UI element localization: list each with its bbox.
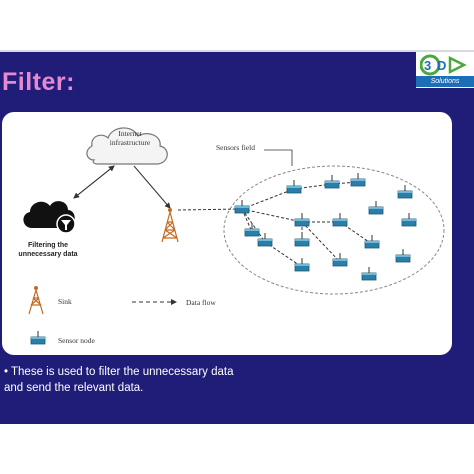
sensor-node-icon (294, 257, 310, 272)
bullet-line-2: and send the relevant data. (4, 382, 144, 394)
sensor-node-icon (361, 266, 377, 281)
logo-3d-mark-icon: 3 D (420, 54, 467, 76)
legend-sensor-node-label: Sensor node (58, 336, 96, 345)
sensors-field-label: Sensors field (216, 143, 255, 152)
legend-sink-label: Sink (58, 297, 72, 306)
internet-label-line1: Internet (118, 129, 142, 138)
sensor-node-icon (395, 248, 411, 263)
top-margin (0, 0, 474, 50)
sensors-field-pointer (264, 149, 293, 166)
sensor-node-icon (350, 172, 366, 187)
sensor-node-icon (332, 252, 348, 267)
filter-label-line1: Filtering the (28, 242, 68, 249)
sensor-nodes (234, 172, 417, 281)
sensor-node-icon (286, 179, 302, 194)
internet-label-line2: infrastructure (110, 138, 151, 147)
sensor-node-icon (364, 234, 380, 249)
bullet-line-1: • These is used to filter the unnecessar… (4, 366, 234, 378)
sensor-node-icon (401, 212, 417, 227)
legend-sensor-node-icon (30, 330, 46, 345)
company-logo: 3 D Solutions (416, 52, 474, 88)
diagram-panel: Internet infrastructure Filtering the un… (2, 112, 452, 355)
svg-text:D: D (437, 58, 446, 73)
sensor-node-icon (234, 199, 250, 214)
slide-title: Filter: (2, 68, 75, 96)
logo-text: Solutions (416, 76, 474, 87)
filter-label-line2: unnecessary data (18, 251, 77, 258)
network-diagram: Internet infrastructure Filtering the un… (18, 127, 445, 345)
svg-text:3: 3 (424, 58, 431, 73)
legend: Sink Data flow Sensor node (28, 286, 216, 345)
sensor-node-icon (294, 212, 310, 227)
sensor-node-icon (368, 200, 384, 215)
internet-cloud-icon (86, 127, 168, 165)
sensor-node-icon (294, 232, 310, 247)
filter-to-cloud-arrow (73, 165, 115, 199)
legend-sink-icon (28, 286, 44, 315)
sink-tower-icon (161, 208, 179, 243)
filter-cloud-icon (23, 201, 76, 234)
sensor-node-icon (244, 222, 260, 237)
sensors-field-boundary (223, 165, 445, 295)
legend-data-flow-label: Data flow (186, 298, 216, 307)
sensor-node-icon (397, 184, 413, 199)
bullet-text: • These is used to filter the unnecessar… (4, 364, 404, 396)
sensor-node-icon (332, 212, 348, 227)
cloud-to-sink-arrow (133, 165, 171, 209)
sensor-node-icon (324, 174, 340, 189)
